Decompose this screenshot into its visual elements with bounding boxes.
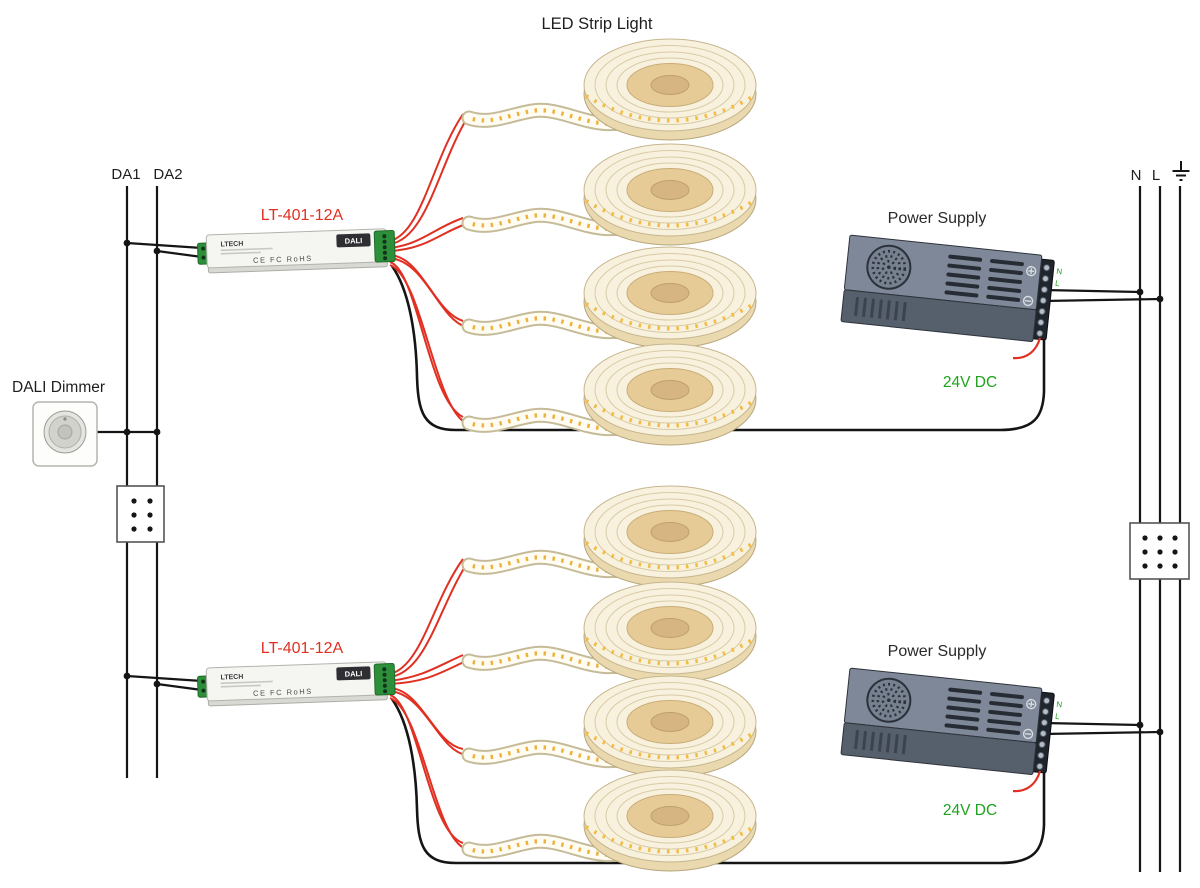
- led-strip-reel-8: [469, 770, 756, 871]
- led-strip-reel-2: [469, 144, 756, 245]
- led-strip-reel-6: [469, 582, 756, 683]
- label-da1: DA1: [111, 166, 140, 183]
- ac-wire-psu1-n: [1043, 288, 1141, 294]
- ac-wire-psu1-l: [1042, 297, 1161, 303]
- label-controller-model-2: LT-401-12A: [261, 640, 344, 657]
- label-controller-model-1: LT-401-12A: [261, 207, 344, 224]
- junction-box-right: [1129, 522, 1190, 580]
- diagram-title: LED Strip Light: [542, 15, 653, 33]
- led-strip-reel-3: [469, 247, 756, 348]
- psu-dc-red-stubs: [1012, 337, 1042, 793]
- ac-wire-psu2-n: [1043, 721, 1141, 727]
- bus-wire-c1-da1: [126, 241, 203, 250]
- label-dali-dimmer: DALI Dimmer: [12, 379, 105, 396]
- label-mains-l: L: [1152, 167, 1160, 184]
- label-mains-n: N: [1131, 167, 1142, 184]
- label-dc-output-1: 24V DC: [943, 374, 997, 391]
- bus-wire-c1-da2: [156, 249, 203, 259]
- power-supply-1: [839, 233, 1066, 346]
- junction-box-left: [116, 485, 165, 543]
- dali-dimmer: [32, 401, 98, 467]
- led-output-wires-top: [389, 113, 467, 424]
- ground-symbol-icon: [1172, 161, 1190, 181]
- led-strip-reel-7: [469, 676, 756, 777]
- label-power-supply-1: Power Supply: [888, 210, 987, 227]
- led-output-wires-bottom: [389, 558, 467, 850]
- led-controller-2: [196, 660, 396, 707]
- label-dc-output-2: 24V DC: [943, 802, 997, 819]
- junction-dots: [123, 239, 1164, 736]
- label-power-supply-2: Power Supply: [888, 643, 987, 660]
- bus-wire-c2-da1: [126, 674, 203, 683]
- bus-wire-c2-da2: [156, 682, 203, 692]
- dc-power-wire-bottom: [390, 698, 1046, 865]
- label-da2: DA2: [153, 166, 182, 183]
- led-controller-1: [196, 227, 396, 274]
- led-strip-reel-1: [469, 39, 756, 140]
- dc-power-wire-top: [390, 265, 1046, 432]
- power-supply-2: [839, 666, 1066, 779]
- led-strip-reel-5: [469, 486, 756, 587]
- ac-wire-psu2-l: [1042, 730, 1161, 736]
